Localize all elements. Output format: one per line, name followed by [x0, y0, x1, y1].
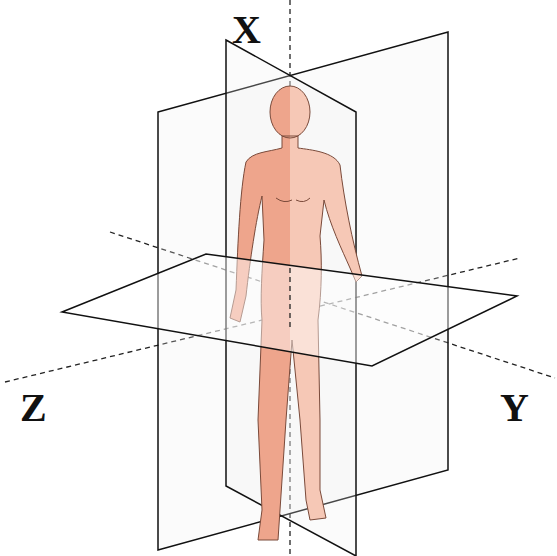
- axis-label: Y: [500, 388, 529, 428]
- axis-label: Z: [20, 388, 47, 428]
- transverse-plane: [62, 254, 517, 366]
- vertical-axis-front: [289, 268, 290, 330]
- axis-label: X: [232, 10, 261, 50]
